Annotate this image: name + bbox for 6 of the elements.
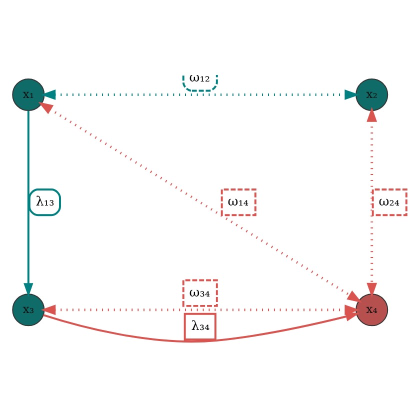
edge-label: λ₁₃ xyxy=(36,194,54,210)
edge-label: λ₃₄ xyxy=(191,318,210,334)
edge-label: ω₁₄ xyxy=(228,194,248,210)
edge-label: ω₂₄ xyxy=(378,194,400,210)
edge-label: ω₁₂ xyxy=(189,70,210,85)
edge-label: ω₃₄ xyxy=(189,284,210,300)
